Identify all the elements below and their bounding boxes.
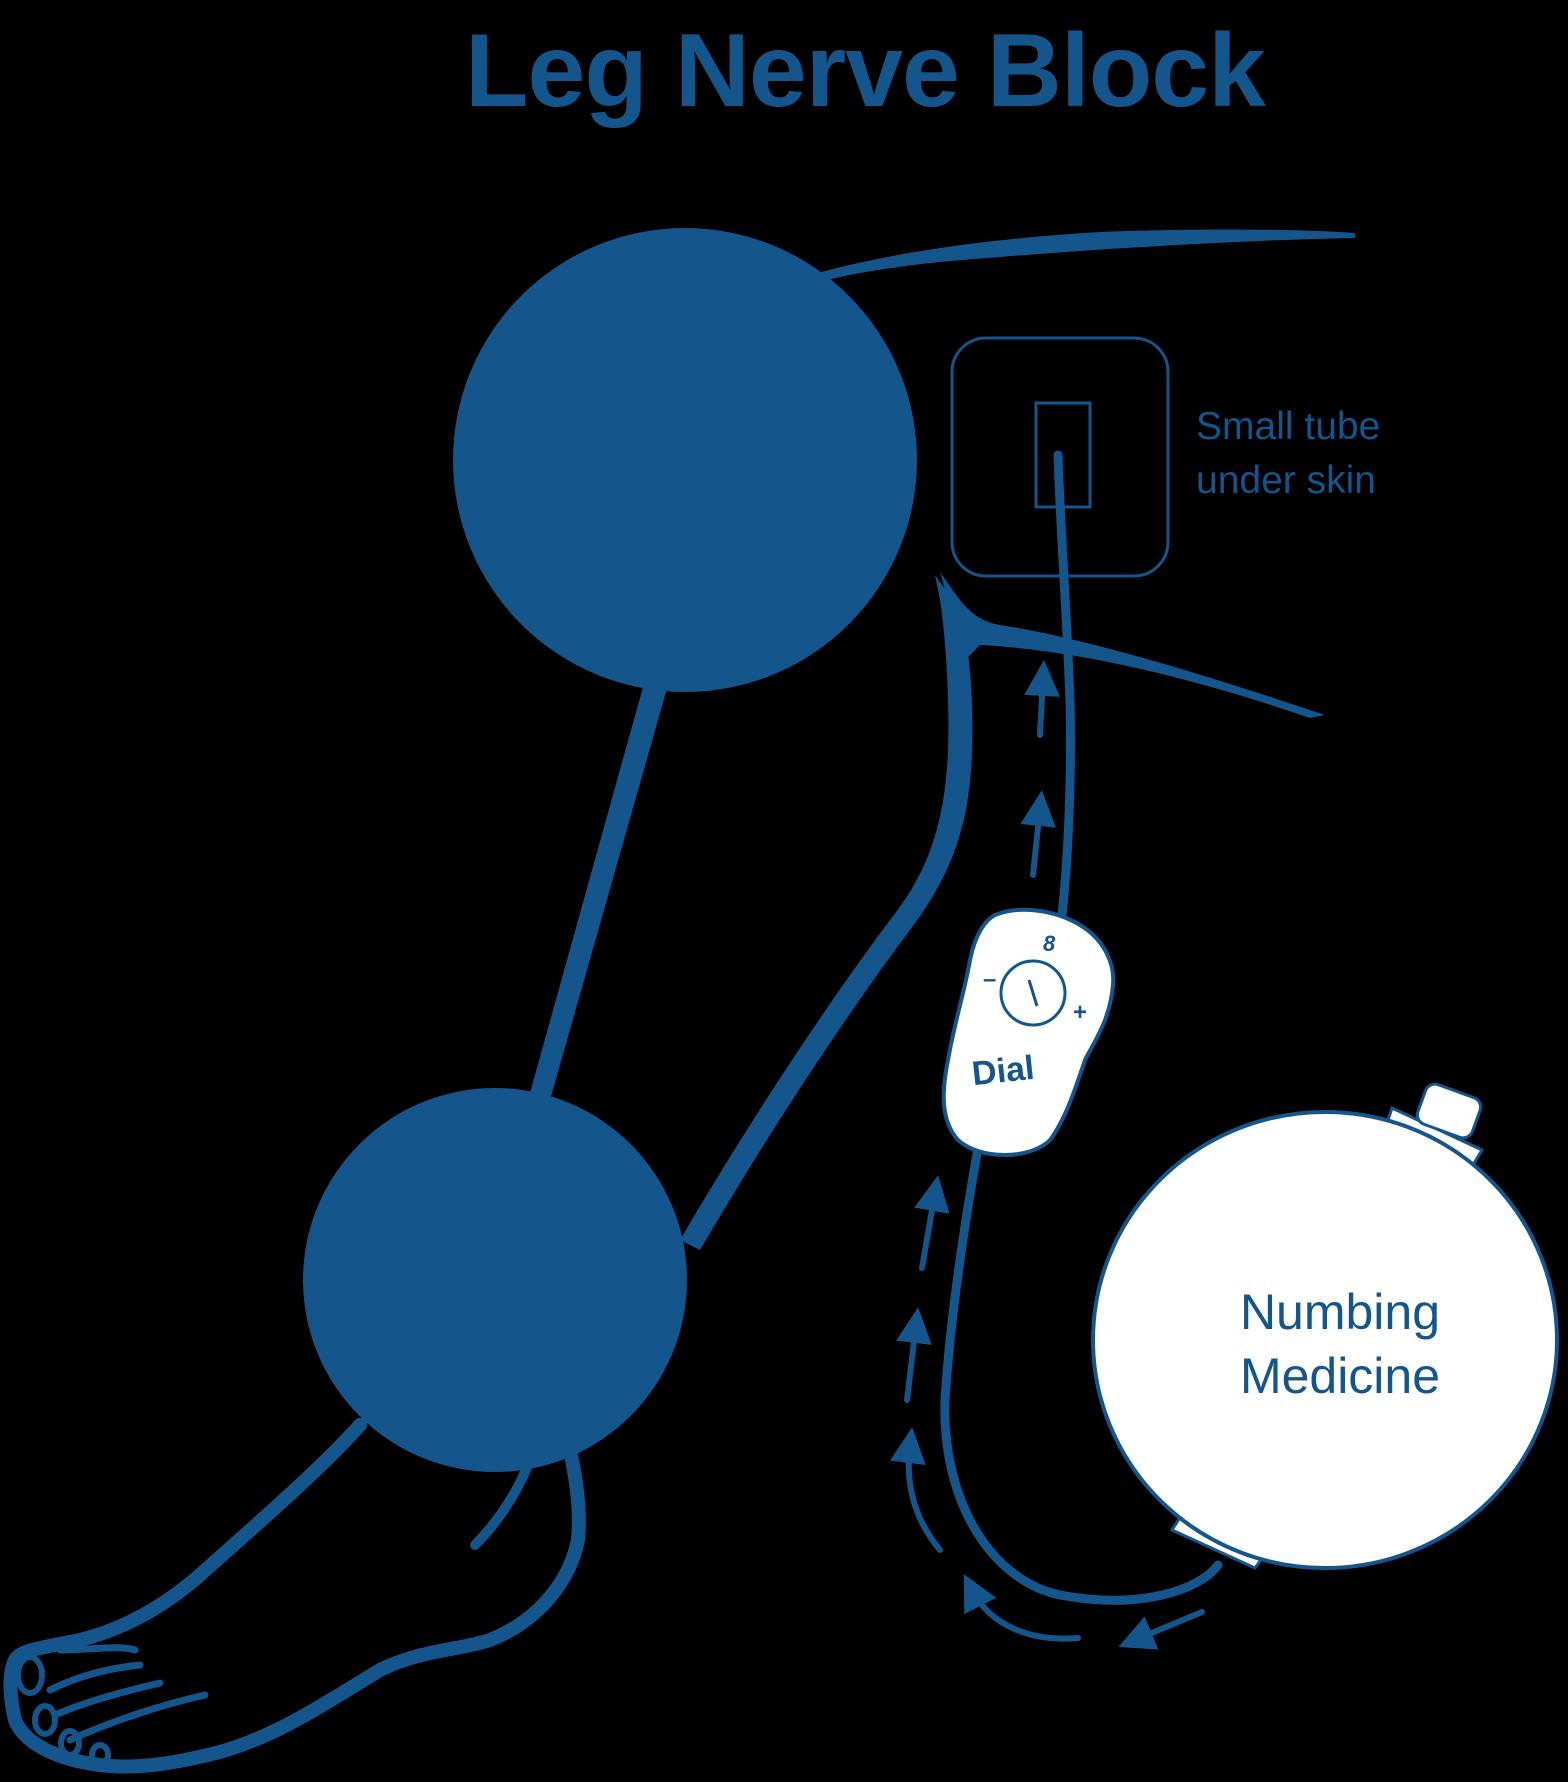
pump-label: Numbing Medicine	[1190, 1280, 1490, 1408]
flow-arrow-icon	[1020, 790, 1057, 878]
dial-label: Dial	[970, 1048, 1037, 1094]
flow-arrow-icon	[1118, 1609, 1205, 1650]
upper-nerve-site-icon	[453, 228, 917, 692]
flow-arrow-icon	[963, 1573, 1081, 1642]
pump-label-line-1: Numbing	[1239, 1284, 1441, 1340]
catheter-site-label-line-2: under skin	[1196, 459, 1376, 502]
dial-pointer-icon	[1027, 979, 1039, 1007]
catheter-site-label-line-1: Small tube	[1196, 405, 1381, 448]
pump-tubing-icon	[940, 1143, 1223, 1605]
flow-arrows	[889, 660, 1205, 1650]
dial-minus-symbol: –	[983, 966, 997, 993]
dial-plus-symbol: +	[1073, 999, 1088, 1026]
thigh-top-outline-icon	[810, 229, 1355, 285]
thigh-bottom-outline-icon	[940, 572, 1325, 718]
medicine-pump-icon	[1091, 1110, 1559, 1570]
catheter-site-label: Small tube under skin	[1196, 400, 1380, 508]
flow-arrow-icon	[889, 1427, 943, 1553]
dial-setting-value: 8	[1043, 931, 1056, 956]
lower-nerve-site-icon	[303, 1088, 687, 1472]
flow-arrow-icon	[895, 1307, 932, 1403]
shin-line-icon	[528, 680, 668, 1100]
foot-outline-icon	[3, 1418, 586, 1774]
flow-arrow-icon	[914, 1175, 950, 1271]
flow-arrow-icon	[1024, 660, 1061, 738]
flow-control-dial-icon	[941, 907, 1116, 1157]
pump-label-line-2: Medicine	[1239, 1348, 1441, 1404]
page-title: Leg Nerve Block	[465, 13, 1266, 129]
dial-knob-icon	[999, 959, 1067, 1027]
catheter-tube-icon	[1053, 450, 1076, 920]
